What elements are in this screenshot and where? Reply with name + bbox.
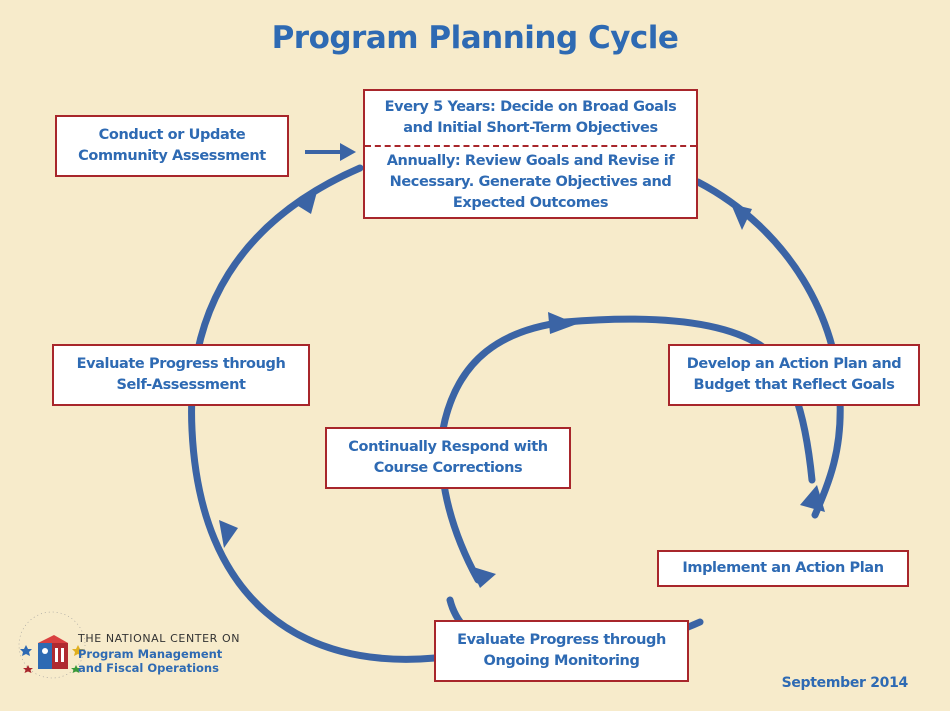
box-line: Ongoing Monitoring — [483, 653, 640, 669]
five-year-section: Every 5 Years: Decide on Broad Goals and… — [365, 91, 696, 145]
box-action-plan-budget: Develop an Action Plan and Budget that R… — [668, 344, 920, 406]
box-line: Develop an Action Plan and — [686, 356, 902, 372]
arrow-right-icon — [340, 143, 356, 161]
cycle-arrowhead-icon — [731, 204, 752, 230]
annual-section: Annually: Review Goals and Revise if Nec… — [365, 147, 696, 217]
box-implement: Implement an Action Plan — [657, 550, 909, 587]
box-line: Necessary. Generate Objectives and — [389, 173, 672, 190]
box-course-corrections: Continually Respond with Course Correcti… — [325, 427, 571, 489]
box-self-assessment: Evaluate Progress through Self-Assessmen… — [52, 344, 310, 406]
box-line: and Initial Short-Term Objectives — [403, 120, 658, 136]
head-start-logo-icon — [18, 611, 86, 679]
box-line: Continually Respond with — [348, 439, 548, 455]
cycle-arrowhead-icon — [470, 566, 496, 588]
box-line: Evaluate Progress through — [457, 632, 666, 648]
box-line: Budget that Reflect Goals — [693, 377, 895, 393]
cycle-arrowhead-icon — [295, 188, 318, 214]
cycle-arrowhead-icon — [800, 485, 825, 512]
date-label: September 2014 — [781, 675, 909, 691]
box-ongoing-monitoring: Evaluate Progress through Ongoing Monito… — [434, 620, 689, 682]
box-line: Self-Assessment — [116, 377, 246, 393]
logo-text: THE NATIONAL CENTER ON Program Managemen… — [78, 632, 240, 675]
box-line: Course Corrections — [373, 460, 523, 476]
box-goals-objectives: Every 5 Years: Decide on Broad Goals and… — [363, 89, 698, 219]
box-line: Implement an Action Plan — [682, 560, 884, 576]
inner-spiral-left — [437, 318, 569, 584]
dashed-divider — [365, 145, 696, 147]
page-title: Program Planning Cycle — [271, 20, 679, 56]
box-line: Annually: Review Goals and Revise if — [386, 152, 675, 169]
logo-line-2: Program Management — [78, 647, 223, 661]
logo-line-1: THE NATIONAL CENTER ON — [78, 632, 241, 645]
outer-cycle-left-arc — [188, 164, 439, 663]
box-line: Every 5 Years: Decide on Broad Goals — [384, 99, 677, 115]
cycle-arrowhead-icon — [219, 520, 238, 548]
cycle-arrowhead-icon — [548, 312, 577, 334]
box-line: Evaluate Progress through — [76, 356, 286, 372]
logo-line-3: and Fiscal Operations — [78, 661, 219, 675]
box-line: Community Assessment — [78, 148, 266, 164]
box-line: Expected Outcomes — [452, 194, 609, 211]
box-community-assessment: Conduct or Update Community Assessment — [55, 115, 289, 177]
box-line: Conduct or Update — [98, 127, 246, 143]
